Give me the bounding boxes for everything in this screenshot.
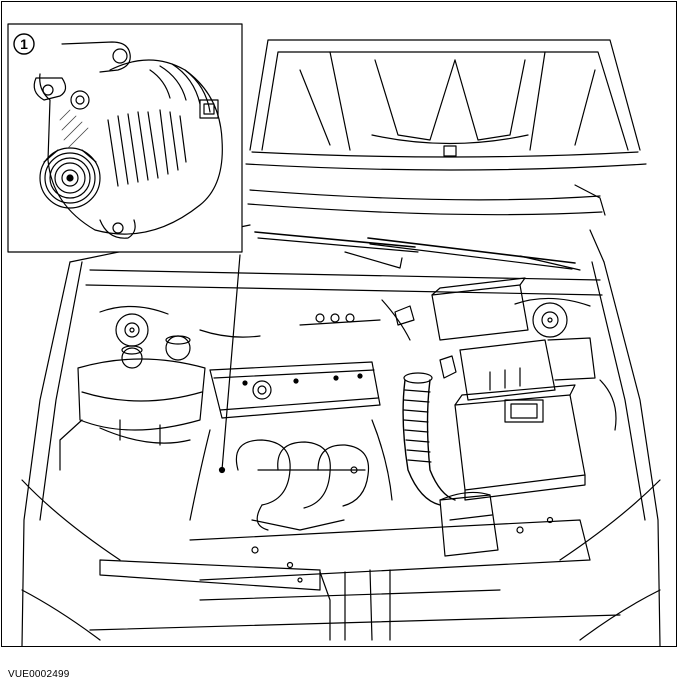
intake-manifold (235, 439, 370, 531)
washer-reservoir (439, 491, 499, 557)
callout-number: 1 (20, 36, 28, 52)
engine-cam-cover (209, 361, 381, 419)
figure-reference-code: VUE0002499 (8, 669, 70, 680)
figure-frame (1, 1, 677, 647)
inset-panel: 1 (7, 23, 243, 253)
battery-fuse-box (431, 277, 596, 401)
coolant-reservoir (77, 335, 206, 446)
air-filter-box (454, 384, 586, 501)
alternator-detail (33, 41, 223, 239)
misc-hoses (59, 299, 617, 521)
fenders-and-body (21, 184, 661, 647)
callout-circle (13, 33, 35, 55)
strut-towers (99, 297, 591, 347)
front-crossmember (89, 516, 621, 641)
wiper-arms (85, 231, 603, 296)
leader-line (218, 254, 241, 474)
raised-hood (245, 39, 647, 171)
air-intake-hose (402, 372, 456, 506)
